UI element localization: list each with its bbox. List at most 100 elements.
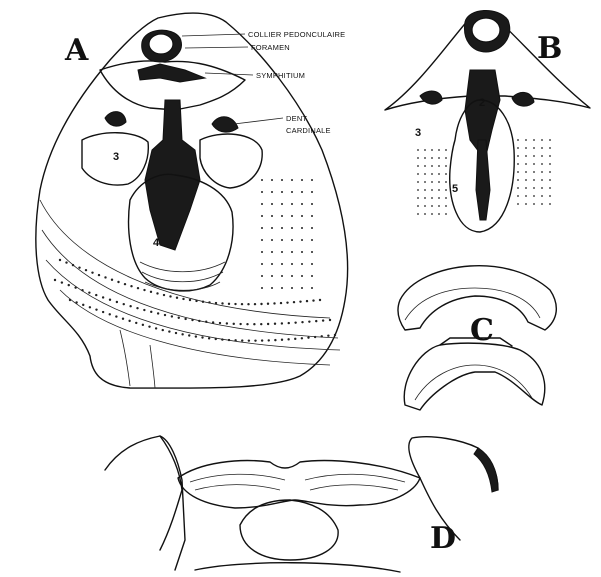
punctum-dot <box>307 336 309 338</box>
punctum-dot <box>445 197 447 199</box>
punctum-dot <box>517 155 519 157</box>
panel-d: D <box>105 436 498 572</box>
punctum-dot <box>261 215 263 217</box>
punctum-dot <box>98 274 100 276</box>
panel-b-teeth-right <box>512 92 534 106</box>
punctum-dot <box>549 171 551 173</box>
punctum-dot <box>241 303 243 305</box>
punctum-dot <box>311 263 313 265</box>
punctum-dot <box>246 323 248 325</box>
punctum-dot <box>109 299 111 301</box>
punctum-dot <box>234 339 236 341</box>
punctum-dot <box>541 187 543 189</box>
punctum-dot <box>271 239 273 241</box>
punctum-dot <box>254 339 256 341</box>
punctum-dot <box>517 147 519 149</box>
punctum-dot <box>445 149 447 151</box>
punctum-dot <box>417 197 419 199</box>
panel-a-growth-line <box>120 330 130 386</box>
punctum-dot <box>253 323 255 325</box>
punctum-dot <box>267 323 269 325</box>
punctum-dot <box>261 239 263 241</box>
punctum-dot <box>445 213 447 215</box>
punctum-dot <box>281 339 283 341</box>
punctum-dot <box>525 187 527 189</box>
punctum-dot <box>424 205 426 207</box>
punctum-dot <box>195 300 197 302</box>
punctum-dot <box>184 318 186 320</box>
punctum-dot <box>195 335 197 337</box>
punctum-dot <box>541 203 543 205</box>
punctum-dot <box>517 139 519 141</box>
punctum-dot <box>54 279 56 281</box>
punctum-dot <box>541 171 543 173</box>
callout-dent: DENT <box>286 114 307 123</box>
panel-c: C <box>398 266 556 410</box>
panel-d-right-dark-edge <box>474 448 498 492</box>
punctum-dot <box>188 334 190 336</box>
punctum-dot <box>424 197 426 199</box>
punctum-dot <box>157 312 159 314</box>
punctum-dot <box>311 275 313 277</box>
punctum-dot <box>438 157 440 159</box>
punctum-dot <box>549 163 551 165</box>
punctum-dot <box>321 335 323 337</box>
panel-d-base <box>195 563 400 572</box>
punctum-dot <box>109 313 111 315</box>
punctum-dot <box>95 308 97 310</box>
punctum-dot <box>123 303 125 305</box>
punctum-dot <box>525 147 527 149</box>
punctum-dot <box>234 303 236 305</box>
callout-cardinale: CARDINALE <box>286 126 331 135</box>
punctum-dot <box>417 157 419 159</box>
punctum-dot <box>431 197 433 199</box>
punctum-dot <box>248 339 250 341</box>
punctum-dot <box>533 187 535 189</box>
callout-symphitium: SYMPHITIUM <box>256 71 305 80</box>
punctum-dot <box>438 181 440 183</box>
punctum-dot <box>291 227 293 229</box>
punctum-dot <box>221 338 223 340</box>
punctum-dot <box>533 147 535 149</box>
punctum-dot <box>431 157 433 159</box>
punctum-dot <box>533 171 535 173</box>
punctum-dot <box>329 319 331 321</box>
punctum-dot <box>525 155 527 157</box>
punctum-dot <box>445 181 447 183</box>
punctum-dot <box>301 263 303 265</box>
punctum-dot <box>541 195 543 197</box>
punctum-dot <box>431 181 433 183</box>
punctum-dot <box>215 338 217 340</box>
punctum-dot <box>115 315 117 317</box>
punctum-dot <box>208 337 210 339</box>
punctum-dot <box>271 179 273 181</box>
punctum-dot <box>533 179 535 181</box>
punctum-dot <box>59 259 61 261</box>
punctum-dot <box>281 191 283 193</box>
panel-a-symphitium <box>138 64 205 82</box>
punctum-dot <box>226 322 228 324</box>
panel-a-label-3: 3 <box>113 151 119 163</box>
panel-a-growth-line <box>42 230 338 338</box>
punctum-dot <box>525 139 527 141</box>
punctum-dot <box>143 289 145 291</box>
punctum-dot <box>431 189 433 191</box>
punctum-dot <box>271 191 273 193</box>
punctum-dot <box>261 263 263 265</box>
punctum-dot <box>82 304 84 306</box>
punctum-dot <box>417 181 419 183</box>
punctum-dot <box>81 289 83 291</box>
punctum-dot <box>182 298 184 300</box>
punctum-dot <box>417 213 419 215</box>
punctum-dot <box>517 187 519 189</box>
punctum-dot <box>533 203 535 205</box>
callout-foramen: FORAMEN <box>251 43 290 52</box>
punctum-dot <box>311 227 313 229</box>
punctum-dot <box>301 275 303 277</box>
punctum-dot <box>122 318 124 320</box>
punctum-dot <box>438 189 440 191</box>
punctum-dot <box>525 171 527 173</box>
panel-a: 3 4 A <box>36 13 348 388</box>
punctum-dot <box>327 334 329 336</box>
punctum-dot <box>65 261 67 263</box>
